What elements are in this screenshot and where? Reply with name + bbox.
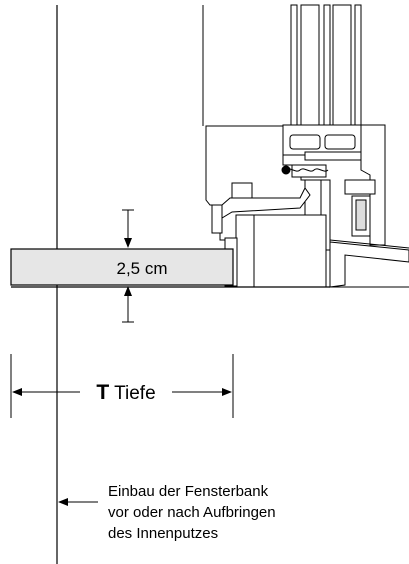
exterior-sill <box>329 239 409 288</box>
interior-sill-board <box>10 248 234 286</box>
note-line-3: des Innenputzes <box>108 525 218 542</box>
depth-word: Tiefe <box>114 383 156 404</box>
depth-dimension <box>10 354 234 418</box>
note-line-1: Einbau der Fensterbank <box>108 483 269 500</box>
note-line-2: vor oder nach Aufbringen <box>108 504 276 521</box>
thickness-dimension <box>122 209 134 323</box>
window-frame-section <box>205 4 386 288</box>
screw-detail <box>281 165 329 175</box>
depth-symbol: T <box>96 381 109 404</box>
thickness-label: 2,5 cm <box>116 259 167 278</box>
depth-label: T Tiefe <box>96 381 155 404</box>
